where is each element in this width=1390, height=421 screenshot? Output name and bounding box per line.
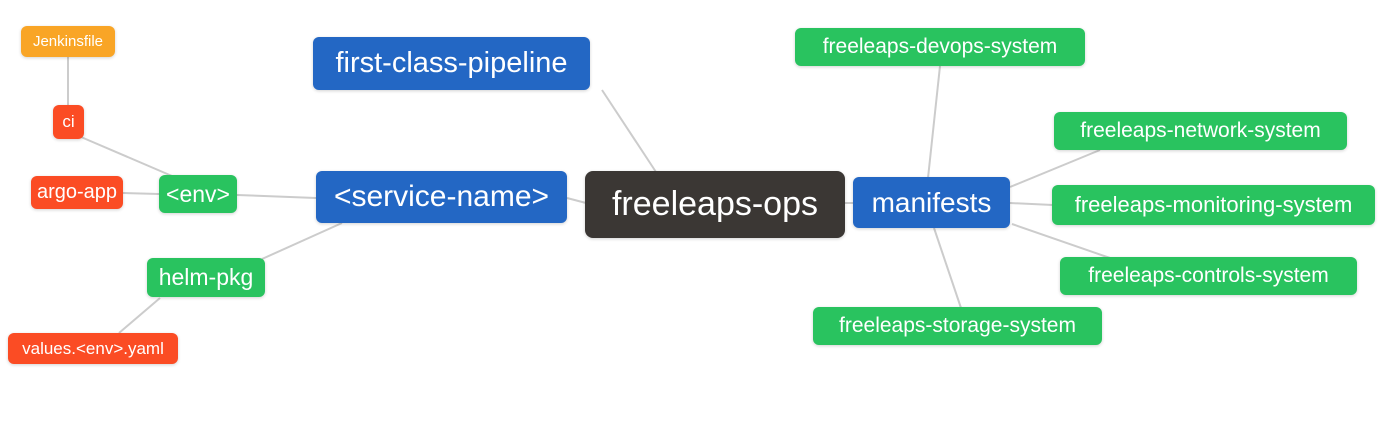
edge-argo-app-env	[122, 192, 160, 195]
edge-service-name-ops	[566, 197, 587, 204]
edge-values-helm-pkg	[118, 297, 161, 334]
edge-helm-pkg-service-name	[261, 222, 343, 260]
node-argo-app-label: argo-app	[36, 181, 118, 203]
edge-env-service-name	[236, 194, 317, 199]
edge-manifests-storage-system	[933, 227, 962, 309]
node-freeleaps-controls-system-label: freeleaps-controls-system	[1088, 264, 1329, 287]
node-freeleaps-devops-system-label: freeleaps-devops-system	[822, 35, 1058, 58]
node-first-class-pipeline-label: first-class-pipeline	[335, 47, 568, 79]
node-freeleaps-storage-system[interactable]: freeleaps-storage-system	[813, 307, 1102, 345]
node-manifests[interactable]: manifests	[853, 177, 1010, 228]
node-freeleaps-devops-system[interactable]: freeleaps-devops-system	[795, 28, 1085, 66]
edge-manifests-controls-system	[1011, 223, 1111, 259]
node-env-label: <env>	[166, 180, 230, 207]
node-freeleaps-controls-system[interactable]: freeleaps-controls-system	[1060, 257, 1357, 295]
node-helm-pkg[interactable]: helm-pkg	[147, 258, 265, 297]
node-freeleaps-ops-label: freeleaps-ops	[611, 185, 818, 223]
node-ci-label: ci	[62, 112, 75, 131]
node-jenkinsfile[interactable]: Jenkinsfile	[21, 26, 115, 57]
edge-manifests-devops-system	[927, 65, 941, 179]
node-jenkinsfile-label: Jenkinsfile	[32, 33, 104, 50]
node-freeleaps-storage-system-label: freeleaps-storage-system	[839, 314, 1076, 337]
edge-pipeline-ops	[601, 89, 657, 173]
edge-ci-env	[80, 136, 173, 177]
node-argo-app[interactable]: argo-app	[31, 176, 123, 209]
node-first-class-pipeline[interactable]: first-class-pipeline	[313, 37, 590, 90]
node-freeleaps-monitoring-system-label: freeleaps-monitoring-system	[1074, 192, 1353, 217]
edge-manifests-monitoring-system	[1009, 202, 1054, 206]
node-helm-pkg-label: helm-pkg	[158, 264, 254, 290]
edge-manifests-network-system	[1009, 149, 1101, 188]
node-ci[interactable]: ci	[53, 105, 84, 139]
node-freeleaps-ops-root[interactable]: freeleaps-ops	[585, 171, 845, 238]
node-env[interactable]: <env>	[159, 175, 237, 213]
node-values-env-yaml-label: values.<env>.yaml	[22, 338, 164, 358]
node-freeleaps-monitoring-system[interactable]: freeleaps-monitoring-system	[1052, 185, 1375, 225]
node-freeleaps-network-system[interactable]: freeleaps-network-system	[1054, 112, 1347, 150]
node-values-env-yaml[interactable]: values.<env>.yaml	[8, 333, 178, 364]
node-freeleaps-network-system-label: freeleaps-network-system	[1080, 119, 1321, 142]
node-service-name[interactable]: <service-name>	[316, 171, 567, 223]
node-manifests-label: manifests	[871, 186, 992, 218]
node-service-name-label: <service-name>	[333, 180, 550, 213]
